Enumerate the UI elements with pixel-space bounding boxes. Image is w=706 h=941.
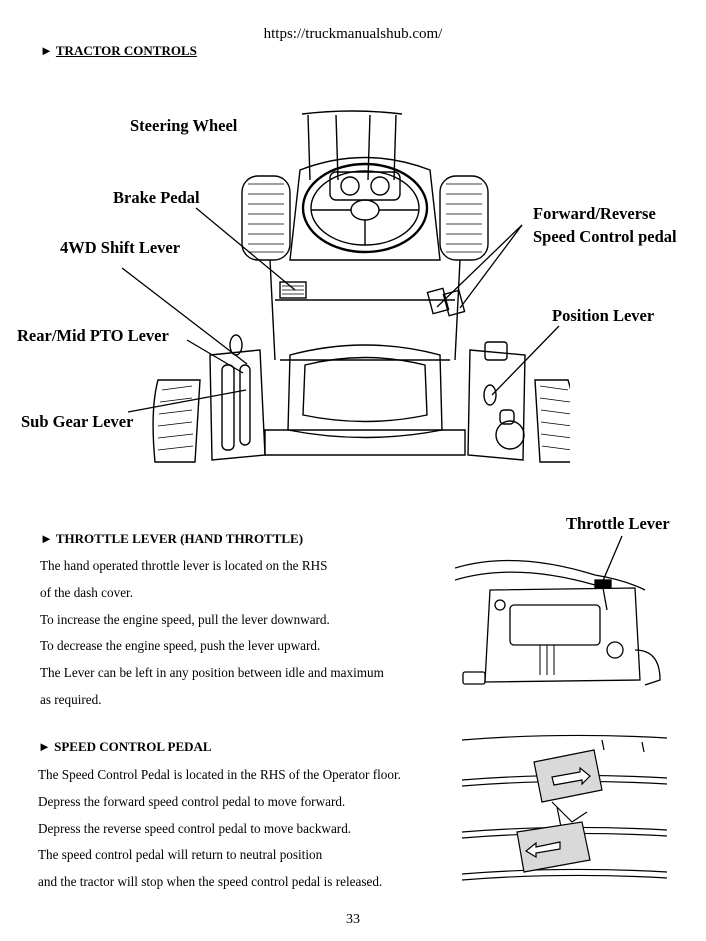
speed-pedal-illustration [462,734,667,881]
label-sub-gear-lever: Sub Gear Lever [21,412,134,431]
header-url: https://truckmanualshub.com/ [263,26,443,42]
speed-pedal-title: SPEED CONTROL PEDAL [54,739,212,754]
speed-pedal-line: The Speed Control Pedal is located in th… [38,767,401,782]
arrow-icon: ► [40,531,53,546]
throttle-line: To decrease the engine speed, push the l… [40,638,321,654]
throttle-line: The Lever can be left in any position be… [40,665,384,681]
label-forward-reverse-1: Forward/Reverse [533,204,656,223]
throttle-line: To increase the engine speed, pull the l… [40,611,330,627]
throttle-line: of the dash cover. [40,584,134,600]
label-4wd-shift-lever: 4WD Shift Lever [60,238,181,257]
label-steering-wheel: Steering Wheel [130,116,238,135]
label-throttle-lever: Throttle Lever [566,514,670,533]
label-brake-pedal: Brake Pedal [113,188,200,207]
arrow-icon: ► [40,43,53,58]
tractor-controls-heading: ► TRACTOR CONTROLS [40,43,197,59]
arrow-icon: ► [38,739,51,754]
label-position-lever: Position Lever [552,306,655,325]
speed-pedal-heading: ► SPEED CONTROL PEDAL [38,739,212,755]
throttle-line: as required. [40,691,102,707]
speed-pedal-text: The Speed Control Pedal is located in th… [38,762,401,896]
throttle-text: The hand operated throttle lever is loca… [40,553,384,714]
speed-pedal-line: Depress the forward speed control pedal … [38,793,346,809]
label-pto-lever: Rear/Mid PTO Lever [17,326,169,345]
speed-pedal-line: The speed control pedal will return to n… [38,847,323,863]
speed-pedal-line: and the tractor will stop when the speed… [38,874,383,890]
throttle-heading: ► THROTTLE LEVER (HAND THROTTLE) [40,531,303,547]
tractor-controls-illustration [152,110,570,463]
tractor-controls-title: TRACTOR CONTROLS [55,43,197,58]
label-forward-reverse-2: Speed Control pedal [533,227,677,246]
throttle-title: THROTTLE LEVER (HAND THROTTLE) [55,531,304,546]
throttle-line: The hand operated throttle lever is loca… [40,558,328,573]
speed-pedal-line: Depress the reverse speed control pedal … [38,820,352,836]
page-number: 33 [346,912,360,927]
throttle-illustration [455,559,661,686]
